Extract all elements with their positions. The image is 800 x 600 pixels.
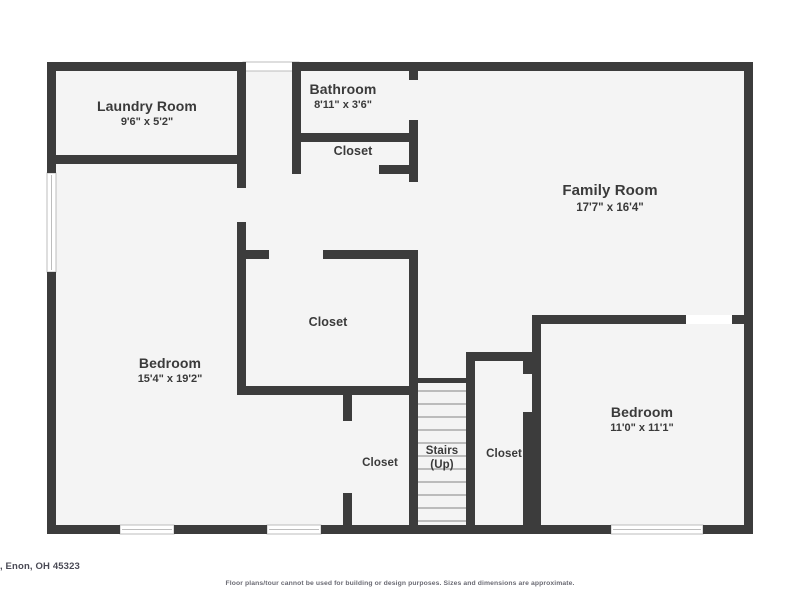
wall-hall-left-lower	[237, 222, 246, 255]
wall-closet-stairs-right-lower	[523, 412, 532, 534]
exterior-wall-bottom-4	[703, 525, 753, 534]
wall-bedroom-right-top-stub	[732, 315, 753, 324]
wall-laundry-bottom	[47, 155, 246, 164]
wall-closet-bath-bottom-right	[379, 165, 418, 174]
floor-area-overall	[47, 62, 753, 534]
wall-closet-large-left	[237, 250, 246, 395]
wall-closet-large-top-right	[323, 250, 418, 259]
property-address: ps St, Enon, OH 45323	[0, 561, 80, 572]
wall-bathroom-right-lower	[409, 120, 418, 182]
wall-stairs-top	[409, 378, 475, 383]
wall-bathroom-bottom	[292, 133, 410, 142]
wall-bedroom-right-left	[532, 315, 541, 534]
wall-laundry-right	[237, 62, 246, 163]
window-bedroom-right-top	[686, 315, 732, 324]
wall-closet-bath-bottom-left	[292, 165, 301, 174]
wall-stairs-left	[409, 378, 418, 534]
exterior-wall-left-lower	[47, 272, 56, 534]
wall-closet-stairs-top	[466, 352, 532, 361]
wall-closet-large-top-left	[237, 250, 269, 259]
wall-hall-left-upper	[237, 164, 246, 188]
wall-bathroom-left	[292, 62, 301, 133]
wall-closet-large-bottom	[237, 386, 418, 395]
wall-closet-stairs-right-upper	[523, 352, 532, 374]
wall-closet-small-left-lower	[343, 493, 352, 534]
window-top-1	[242, 61, 300, 72]
wall-bedroom-right-top	[532, 315, 686, 324]
wall-bathroom-right-upper	[409, 62, 418, 80]
floor-fills	[47, 62, 753, 534]
exterior-wall-left-upper	[47, 62, 56, 173]
stairs-treads	[414, 390, 470, 522]
wall-closet-small-left-upper	[343, 386, 352, 421]
exterior-wall-top-left	[47, 62, 243, 71]
walls	[47, 62, 753, 534]
exterior-wall-right	[744, 62, 753, 534]
exterior-wall-bottom-2	[174, 525, 267, 534]
disclaimer-text: Floor plans/tour cannot be used for buil…	[225, 580, 575, 587]
wall-closet-bath-left	[292, 142, 301, 174]
wall-closet-large-right	[409, 250, 418, 395]
wall-stairs-right	[466, 352, 475, 534]
exterior-wall-top-right	[299, 62, 753, 71]
exterior-wall-bottom-1	[47, 525, 120, 534]
